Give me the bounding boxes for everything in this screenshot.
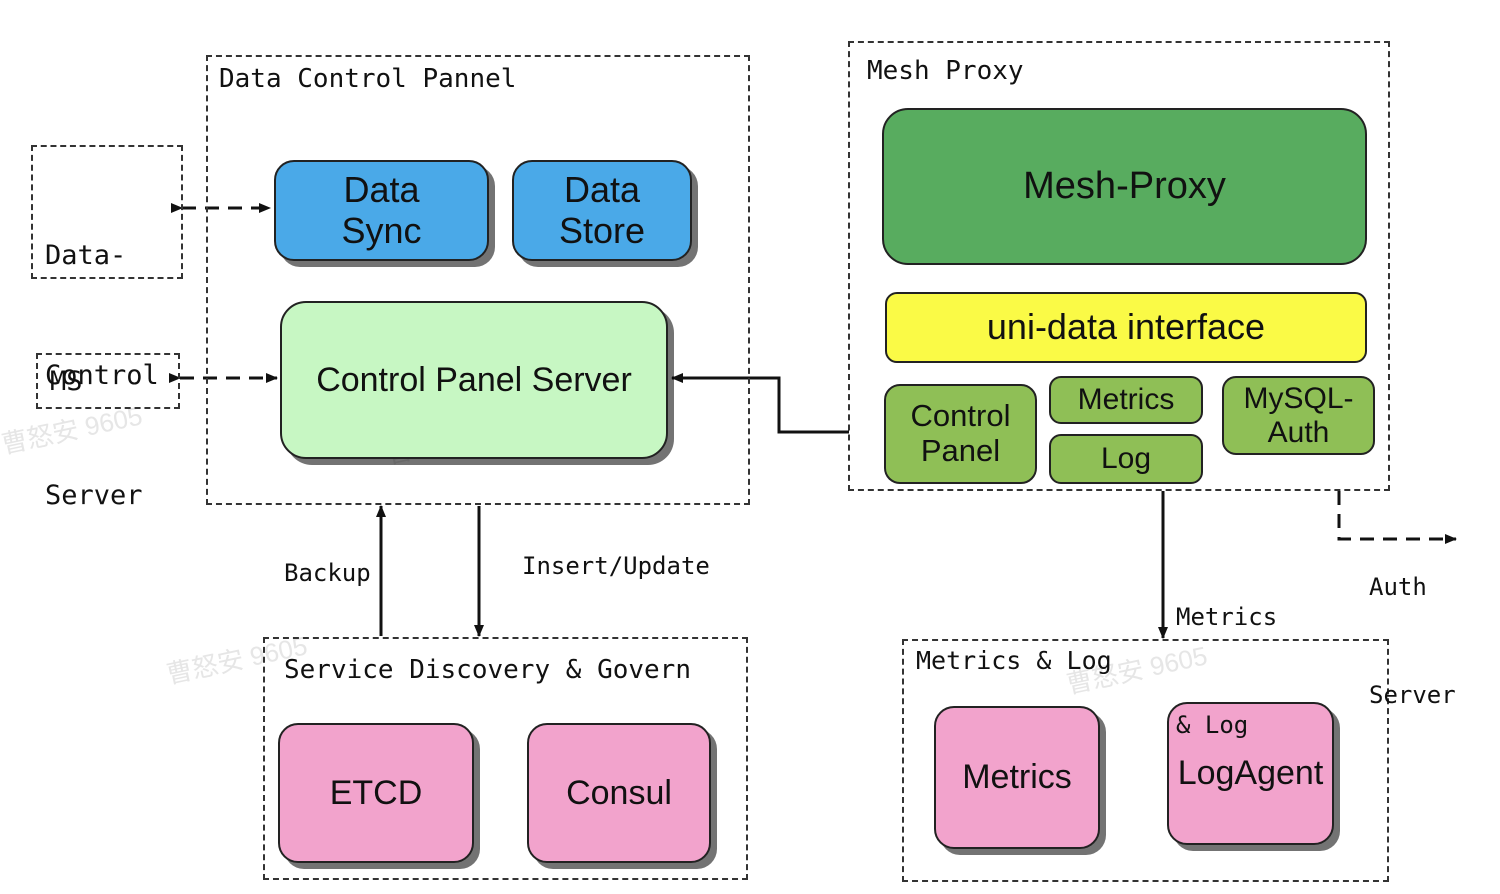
data-control-server-label: Data- Control Server <box>45 156 159 556</box>
edge-label-auth-server: Auth Server <box>1369 497 1456 749</box>
control-panel-line-2: Panel <box>920 433 1001 468</box>
consul-node: Consul <box>527 723 711 863</box>
etcd-label: ETCD <box>329 773 423 812</box>
logagent-node: LogAgent <box>1167 702 1334 845</box>
data-control-server-line-1: Data- <box>45 240 127 271</box>
consul-label: Consul <box>566 773 672 812</box>
control-panel-line-1: Control <box>910 398 1011 434</box>
group-mesh-proxy <box>848 41 1390 491</box>
edge-label-auth-server-line-1: Auth <box>1369 573 1427 601</box>
data-store-line-1: Data <box>563 169 641 211</box>
group-metrics-log <box>902 639 1389 882</box>
logagent-label: LogAgent <box>1177 754 1324 793</box>
edge-auth-server <box>1337 491 1457 544</box>
edge-label-metrics-log: Metrics & Log <box>1176 527 1277 779</box>
data-control-server-line-2: Control <box>45 360 159 391</box>
metrics-sub-label: Metrics <box>1077 383 1175 417</box>
uni-data-interface-label: uni-data interface <box>986 306 1266 348</box>
mysql-auth-node: MySQL-Auth <box>1222 376 1375 455</box>
group-label-data-control-pannel: Data Control Pannel <box>219 64 517 94</box>
edge-label-metrics-log-line-2: & Log <box>1176 711 1249 739</box>
metrics-label: Metrics <box>962 758 1072 797</box>
metrics-node: Metrics <box>934 706 1100 849</box>
data-sync-line-2: Sync <box>341 209 422 251</box>
data-sync-line-1: Data <box>343 169 420 211</box>
group-label-service-discovery: Service Discovery & Govern <box>284 655 691 685</box>
edge-label-metrics-log-line-1: Metrics <box>1176 603 1278 631</box>
data-store-line-2: Store <box>558 209 646 251</box>
data-control-server-line-3: Server <box>45 480 143 511</box>
edge-label-auth-server-line-2: Server <box>1369 681 1456 709</box>
mesh-proxy-label: Mesh-Proxy <box>1023 165 1226 208</box>
ms-label: MS <box>50 366 83 397</box>
uni-data-interface-node: uni-data interface <box>885 292 1367 363</box>
data-control-server-box <box>31 145 183 279</box>
edge-label-insert-update: Insert/Update <box>522 552 710 580</box>
metrics-sub-node: Metrics <box>1049 376 1203 424</box>
mysql-auth-line-2: Auth <box>1267 415 1330 449</box>
group-label-metrics-log: Metrics & Log <box>916 646 1112 675</box>
group-label-mesh-proxy: Mesh Proxy <box>867 56 1024 86</box>
etcd-node: ETCD <box>278 723 474 863</box>
ms-box <box>36 353 180 409</box>
log-sub-node: Log <box>1049 434 1203 484</box>
mesh-proxy-node: Mesh-Proxy <box>882 108 1367 265</box>
control-panel-server-node: Control Panel Server <box>280 301 668 459</box>
log-sub-label: Log <box>1100 442 1152 476</box>
edge-mesh-cps <box>671 373 849 434</box>
control-panel-server-label: Control Panel Server <box>316 360 632 399</box>
group-data-control-pannel <box>206 55 750 505</box>
edge-label-backup: Backup <box>284 559 371 587</box>
mysql-auth-line-1: MySQL- <box>1243 381 1354 415</box>
group-service-discovery <box>263 637 748 880</box>
